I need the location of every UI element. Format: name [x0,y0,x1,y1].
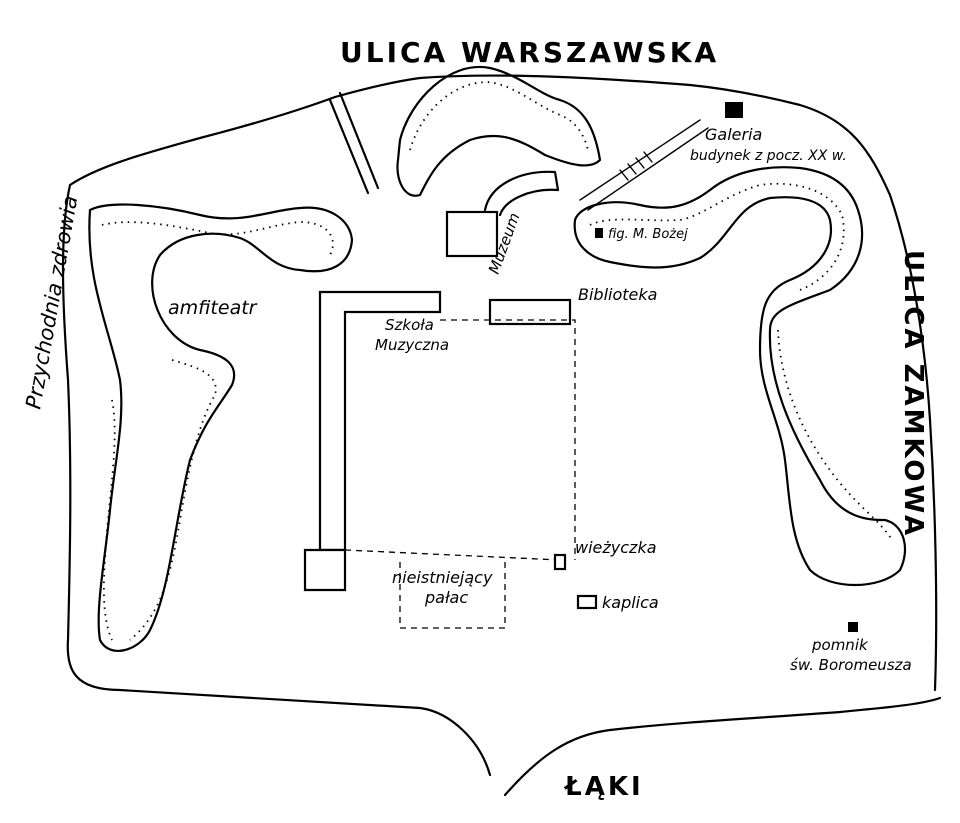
path-to-galeria-steps [619,151,653,181]
label-figura: fig. M. Bożej [608,227,688,242]
muzeum-hill [396,65,602,197]
muzeum-hill-hatch [409,81,589,151]
label-pomnik-1: pomnik [811,636,869,654]
label-kaplica: kaplica [602,593,659,612]
muzeum-building [445,210,499,258]
label-pomnik-2: św. Boromeusza [790,656,912,674]
street-east: ULICA ZAMKOWA [898,250,928,538]
amfiteatr-hill [88,203,354,652]
label-amfiteatr: amfiteatr [168,297,258,319]
street-south: ŁĄKI [563,772,644,802]
park-boundary [61,74,942,797]
amfiteatr-hill-hatch [101,221,334,641]
entrance-road [328,91,380,195]
label-palac-2: pałac [424,588,468,607]
muzeum-arc [483,170,560,217]
square-marker-icon [725,102,743,118]
wiezyczka-marker [553,553,567,571]
courtyard-dashed [344,319,576,629]
square-marker-icon [848,622,858,632]
label-szkola-1: Szkoła [385,316,434,334]
path-to-galeria [579,119,709,211]
kaplica-building [576,594,598,610]
label-wiezyczka: wieżyczka [575,538,657,557]
street-west: Przychodnia zdrowia [21,194,82,411]
label-szkola-2: Muzyczna [375,336,449,354]
square-marker-icon [595,228,603,238]
label-palac-1: nieistniejący [392,568,493,587]
eastern-hill [573,166,907,586]
label-galeria: Galeria [705,125,762,144]
castle-annex [303,548,347,592]
label-biblioteka: Biblioteka [578,285,657,304]
street-north: ULICA WARSZAWSKA [340,36,719,69]
label-galeria-note: budynek z pocz. XX w. [690,148,847,164]
